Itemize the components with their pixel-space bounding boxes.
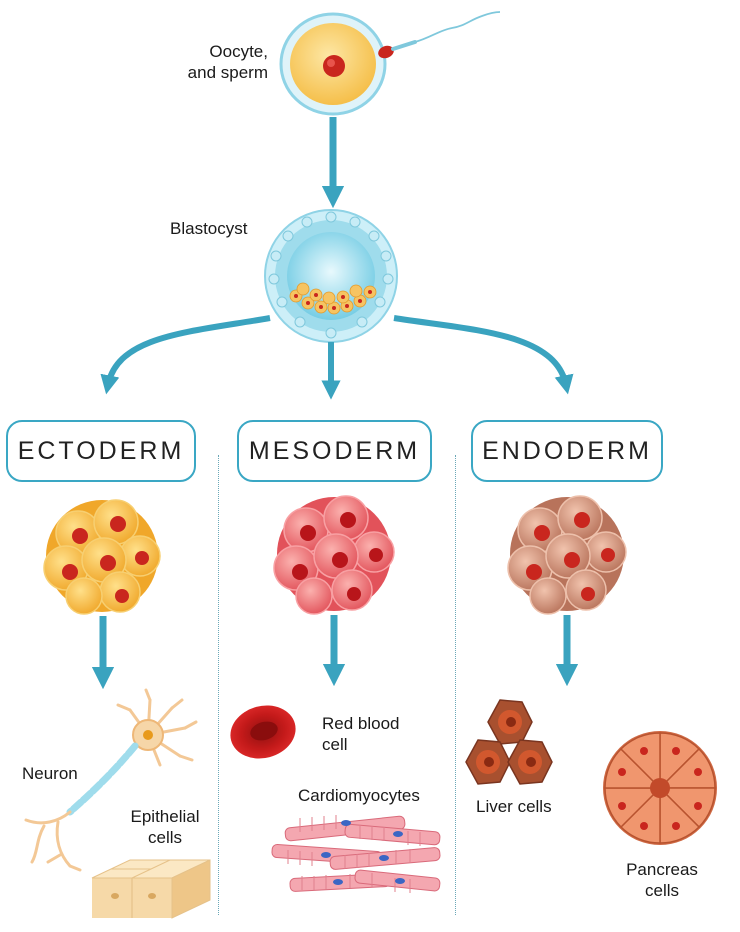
branch-arrows <box>100 315 574 400</box>
epithelial-cells-illustration <box>91 859 211 919</box>
arrow-to-endoderm <box>393 315 574 395</box>
red-blood-cell-label: Red blood cell <box>322 714 400 754</box>
divider-right <box>455 455 456 915</box>
mesoderm-box: MESODERM <box>237 420 432 482</box>
pancreas-label: Pancreas cells <box>626 860 698 900</box>
sperm-illustration <box>378 11 501 59</box>
mesoderm-cell-cluster <box>273 495 395 615</box>
red-blood-cell-illustration <box>230 705 296 759</box>
neuron-illustration <box>24 688 198 872</box>
ectoderm-box: ECTODERM <box>6 420 196 482</box>
divider-left <box>218 455 219 915</box>
arrow-to-ectoderm <box>100 315 271 395</box>
blastocyst-label: Blastocyst <box>170 219 248 238</box>
cardiomyocytes-illustration <box>271 815 441 893</box>
epithelial-label: Epithelial cells <box>130 807 200 847</box>
liver-cells-illustration <box>465 699 553 785</box>
endoderm-cell-cluster <box>507 495 627 615</box>
liver-cells-label: Liver cells <box>476 797 552 816</box>
oocyte-illustration <box>279 12 387 116</box>
cardiomyocytes-label: Cardiomyocytes <box>298 786 420 805</box>
blastocyst-illustration <box>264 209 398 343</box>
endoderm-box: ENDODERM <box>471 420 663 482</box>
neuron-label: Neuron <box>22 764 78 783</box>
oocyte-label: Oocyte, and sperm <box>187 42 268 82</box>
pancreas-cells-illustration <box>603 731 717 845</box>
ectoderm-cell-cluster <box>43 499 161 615</box>
